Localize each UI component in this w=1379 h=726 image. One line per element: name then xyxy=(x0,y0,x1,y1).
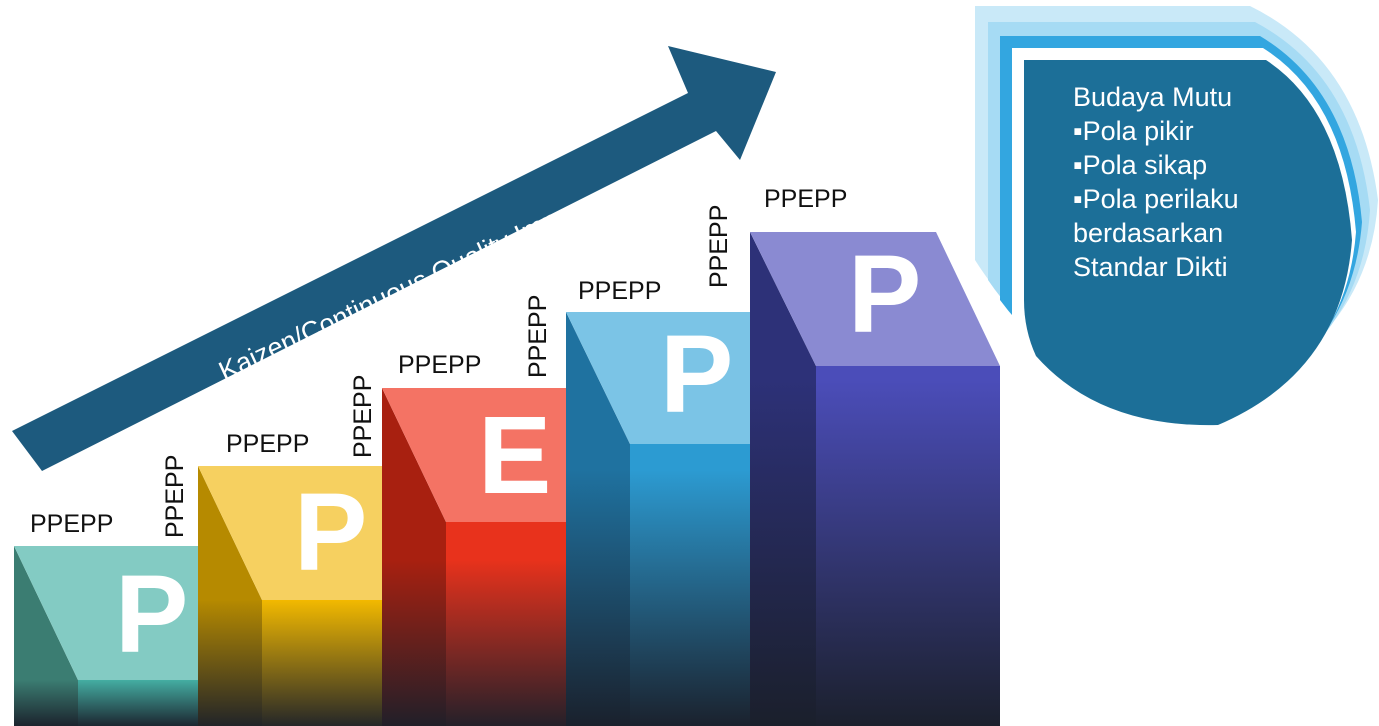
riser-1-label: PPEPP xyxy=(161,454,189,538)
step-1-label: PPEPP xyxy=(30,510,114,538)
bullet-icon: ▪ xyxy=(1073,116,1083,146)
info-bullet-1: Pola pikir xyxy=(1082,116,1194,146)
info-box-footer-2: Standar Dikti xyxy=(1073,252,1228,282)
step-2-label: PPEPP xyxy=(226,430,310,458)
bullet-icon: ▪ xyxy=(1073,184,1083,214)
step-5-label: PPEPP xyxy=(764,185,848,213)
step-4-side-shadow xyxy=(566,470,630,726)
info-box: Budaya Mutu ▪Pola pikir ▪Pola sikap ▪Pol… xyxy=(1073,80,1239,284)
step-3-side-shadow xyxy=(382,560,446,726)
info-bullet-2: Pola sikap xyxy=(1082,150,1208,180)
stair-steps xyxy=(14,232,1000,726)
info-box-footer-1: berdasarkan xyxy=(1073,218,1224,248)
step-2-side-shadow xyxy=(198,600,262,726)
step-5-shadow xyxy=(816,380,1000,726)
info-box-background xyxy=(975,6,1378,426)
step-5-side-shadow xyxy=(750,380,816,726)
info-box-bullet: ▪Pola sikap xyxy=(1073,148,1239,182)
step-1-letter: P xyxy=(115,553,189,676)
step-3-letter: E xyxy=(478,394,552,517)
info-box-bullet: ▪Pola perilaku xyxy=(1073,182,1239,216)
info-box-title: Budaya Mutu xyxy=(1073,82,1233,112)
step-1-side-shadow xyxy=(14,680,78,726)
info-bullet-3: Pola perilaku xyxy=(1082,184,1239,214)
step-5-top xyxy=(750,232,1000,366)
step-3-label: PPEPP xyxy=(398,351,482,379)
riser-2-label: PPEPP xyxy=(349,374,377,458)
bullet-icon: ▪ xyxy=(1073,150,1083,180)
riser-3-label: PPEPP xyxy=(524,294,552,378)
step-4-label: PPEPP xyxy=(578,277,662,305)
riser-4-label: PPEPP xyxy=(705,204,733,288)
info-box-bullet: ▪Pola pikir xyxy=(1073,114,1239,148)
step-5-letter: P xyxy=(848,233,922,356)
step-5 xyxy=(750,232,1000,726)
step-4-letter: P xyxy=(660,313,734,436)
step-2-letter: P xyxy=(294,471,368,594)
kaizen-arrow xyxy=(12,46,776,471)
